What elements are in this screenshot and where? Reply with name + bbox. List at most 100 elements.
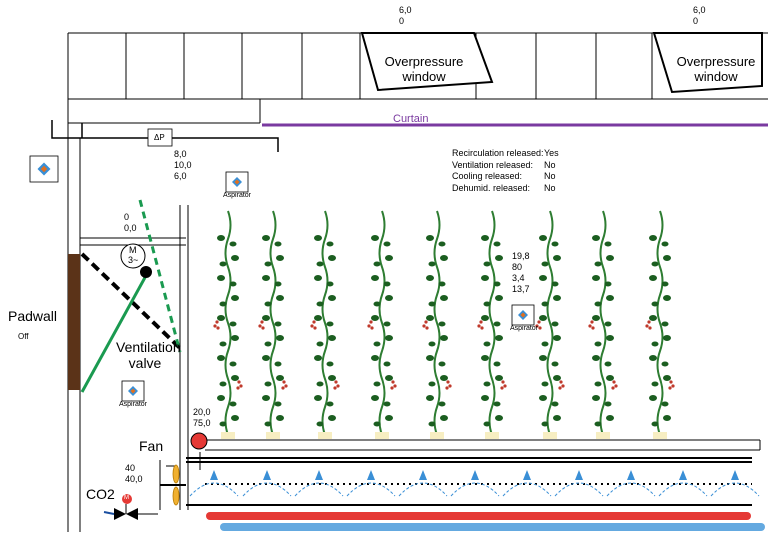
status-value: Yes — [544, 148, 559, 158]
padwall-panel[interactable] — [68, 254, 80, 390]
valve-green-solid — [80, 271, 150, 393]
fan-symbol[interactable] — [159, 460, 186, 510]
aspirator-label-crop: Aspirator — [510, 325, 539, 332]
airflow-arrow-icon — [294, 470, 344, 497]
crop-reading-1: 80 — [512, 262, 523, 272]
motor-label-m: M — [129, 245, 137, 255]
status-row: Ventilation released: No — [452, 160, 570, 172]
aspirator-label-valve: Aspirator — [119, 401, 148, 408]
pressure-values: 8,0 10,0 6,0 — [172, 149, 194, 182]
tomato-plant — [422, 210, 452, 439]
co2-valve-label: M — [124, 495, 129, 501]
window2-label-line1: Overpressure — [676, 54, 756, 69]
airflow-arrow-icon — [189, 470, 239, 497]
status-row: Cooling released: No — [452, 171, 570, 183]
status-label: Recirculation released: — [452, 148, 544, 158]
co2-valve[interactable] — [103, 494, 158, 520]
motor-value-1: 0,0 — [124, 223, 137, 233]
pressure-value-1: 10,0 — [174, 160, 192, 170]
status-row: Recirculation released:Yes — [452, 148, 570, 160]
motor-value-0: 0 — [124, 212, 130, 222]
window1-values: 6,0 0 — [399, 5, 412, 27]
bench — [199, 439, 761, 470]
heating-sensor-values: 20,0 75,0 — [191, 407, 213, 429]
window1-value-1: 0 — [399, 16, 405, 26]
airflow-arrow-icon — [658, 470, 708, 497]
status-value: No — [544, 171, 556, 181]
window1-label-line1: Overpressure — [384, 54, 464, 69]
heating-pipe-blue — [220, 523, 765, 531]
airflow-arrow-icon — [606, 470, 656, 497]
aspirator-icon[interactable] — [29, 155, 59, 183]
window1-label: Overpressure window — [378, 55, 470, 83]
airflow-arrow-icon — [242, 470, 292, 497]
ventilation-valve-label: Ventilation valve — [116, 339, 181, 371]
tomato-plant — [477, 210, 507, 439]
window2-values: 6,0 0 — [693, 5, 706, 27]
crop-reading-3: 13,7 — [512, 284, 530, 294]
tomato-plant — [310, 210, 340, 439]
fan-value-0: 40 — [125, 463, 136, 473]
airflow-arrow-icon — [502, 470, 552, 497]
motor-values: 0 0,0 — [122, 212, 139, 234]
padwall-state: Off — [16, 331, 48, 342]
pressure-sensor-box[interactable] — [147, 128, 173, 147]
heating-sensor[interactable] — [190, 432, 208, 450]
heating-sensor-value-0: 20,0 — [193, 407, 211, 417]
status-label: Ventilation released: — [452, 159, 534, 170]
status-value: No — [544, 159, 556, 170]
aspirator-icon[interactable] — [121, 380, 145, 402]
airflow-arrow-icon — [710, 470, 760, 497]
pressure-value-2: 6,0 — [174, 171, 187, 181]
status-row: Dehumid. released: No — [452, 183, 570, 195]
fan-label: Fan — [139, 438, 164, 454]
window2-value-1: 0 — [693, 16, 699, 26]
crop-reading-2: 3,4 — [512, 273, 525, 283]
status-value: No — [544, 182, 556, 193]
duct-airflow-arrows — [189, 470, 760, 497]
tomato-plant — [588, 210, 618, 439]
window1-label-line2: window — [402, 69, 446, 84]
status-label: Dehumid. released: — [452, 182, 531, 193]
fan-values: 40 40,0 — [123, 463, 145, 485]
window1-value-0: 6,0 — [399, 5, 412, 15]
window2-value-0: 6,0 — [693, 5, 706, 15]
overpressure-window-2[interactable] — [652, 32, 763, 94]
airflow-arrow-icon — [398, 470, 448, 497]
air-duct — [186, 457, 752, 506]
window2-label: Overpressure window — [670, 55, 762, 83]
heating-pipe-red — [206, 512, 751, 520]
ventilation-valve-label-line1: Ventilation — [116, 339, 181, 355]
fan-value-1: 40,0 — [125, 474, 143, 484]
ventilation-valve-label-line2: valve — [128, 355, 162, 371]
aspirator-label-top: Aspirator — [223, 192, 252, 199]
motor-symbol[interactable] — [120, 243, 146, 269]
valve-pivot — [140, 266, 152, 278]
valve-black-dashed — [80, 252, 184, 352]
aspirator-icons — [29, 155, 535, 402]
pressure-symbol: ΔP — [154, 133, 165, 142]
crop-readings: 19,8 80 3,4 13,7 — [510, 251, 532, 295]
heating-sensor-value-1: 75,0 — [193, 418, 211, 428]
overpressure-window-1[interactable] — [360, 32, 494, 92]
tomato-plant — [213, 210, 243, 439]
curtain-label: Curtain — [393, 113, 429, 125]
airflow-arrow-icon — [346, 470, 396, 497]
airflow-arrow-icon — [450, 470, 500, 497]
tomato-plant — [535, 210, 565, 439]
tomato-plant — [645, 210, 675, 439]
aspirator-icon[interactable] — [511, 304, 535, 326]
valve-green-dashed — [138, 199, 182, 353]
pressure-value-0: 8,0 — [174, 149, 187, 159]
padwall-label: Padwall — [8, 308, 58, 324]
crop-reading-0: 19,8 — [512, 251, 530, 261]
tomato-plant — [258, 210, 288, 439]
aspirator-icon[interactable] — [225, 171, 249, 193]
tomato-plants — [213, 210, 675, 439]
co2-label: CO2 — [86, 486, 115, 502]
status-label: Cooling released: — [452, 171, 523, 181]
release-status-panel: Recirculation released:Yes Ventilation r… — [452, 148, 570, 194]
tomato-plant — [367, 210, 397, 439]
